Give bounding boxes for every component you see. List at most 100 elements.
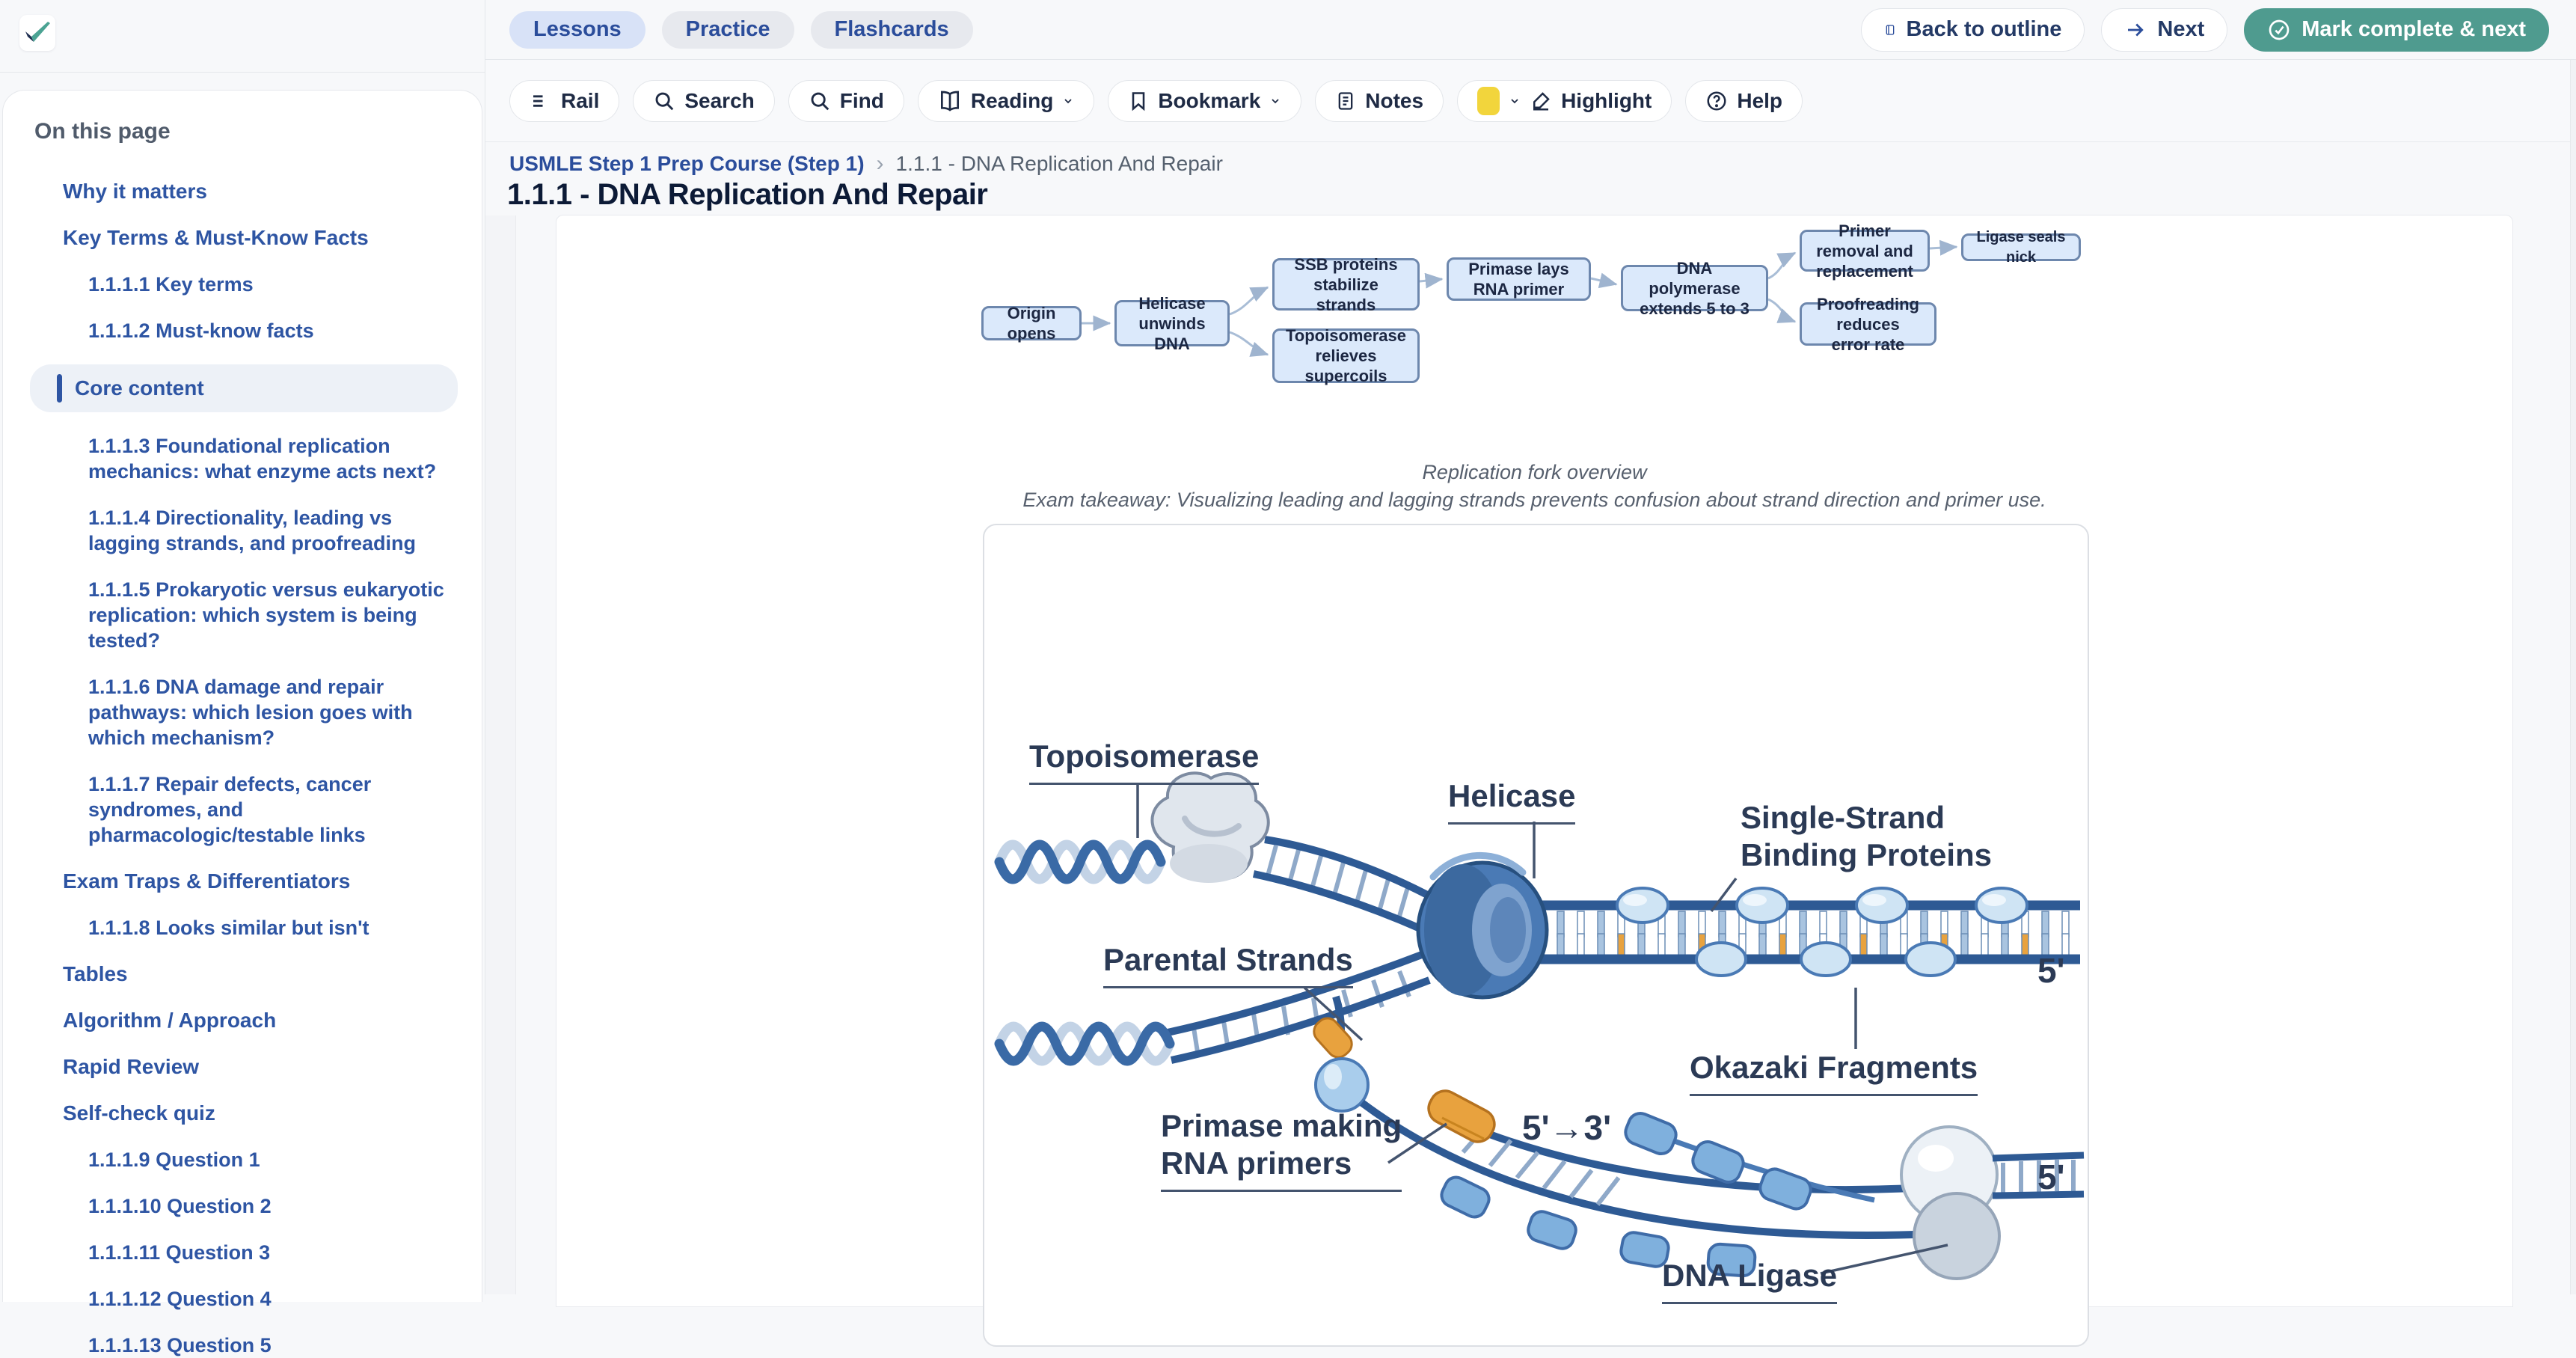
notes-label: Notes [1365,89,1423,113]
help-button[interactable]: Help [1685,80,1803,122]
replication-fork-figure: Topoisomerase Helicase Single-Strand Bin… [983,524,2089,1347]
find-button[interactable]: Find [788,80,904,122]
tab-practice[interactable]: Practice [662,11,794,49]
flow-node-proofreading: Proofreading reduces error rate [1800,302,1936,346]
label-parental-strands: Parental Strands [1103,941,1353,988]
navbar: Lessons Practice Flashcards Back to outl… [485,0,2576,60]
tab-lessons[interactable]: Lessons [509,11,645,49]
figure-caption-title: Replication fork overview [556,461,2512,484]
find-label: Find [840,89,884,113]
tab-flashcards[interactable]: Flashcards [811,11,973,49]
check-circle-icon [2267,18,2291,42]
lesson-content-card: Origin opens Helicase unwinds DNA SSB pr… [556,215,2513,1307]
mark-complete-label: Mark complete & next [2301,17,2526,42]
label-dna-ligase: DNA Ligase [1662,1257,1837,1304]
sidebar-item-core-content[interactable]: Core content [30,364,458,412]
sidebar-item-1116[interactable]: 1.1.1.6 DNA damage and repair pathways: … [34,674,461,750]
chevron-down-icon [1062,95,1074,107]
app-logo[interactable] [19,15,55,51]
help-icon [1705,90,1728,112]
sidebar-item-algorithm[interactable]: Algorithm / Approach [34,1008,461,1033]
search-icon [653,90,675,112]
replication-flowchart: Origin opens Helicase unwinds DNA SSB pr… [981,226,2088,397]
sidebar-item-label: Core content [75,376,204,400]
navbar-actions: Back to outline Next Mark complete & nex… [1861,8,2549,52]
next-label: Next [2157,17,2204,42]
active-indicator-bar [57,374,62,403]
sidebar-item-1112[interactable]: 1.1.1.2 Must-know facts [34,318,461,343]
search-label: Search [684,89,754,113]
label-okazaki-fragments: Okazaki Fragments [1690,1049,1978,1096]
highlight-button[interactable]: Highlight [1457,80,1672,122]
next-button[interactable]: Next [2101,8,2227,52]
on-this-page-heading: On this page [34,119,461,144]
back-to-outline-button[interactable]: Back to outline [1861,8,2085,52]
breadcrumb: USMLE Step 1 Prep Course (Step 1) › 1.1.… [509,151,1223,177]
breadcrumb-course-link[interactable]: USMLE Step 1 Prep Course (Step 1) [509,152,865,176]
label-primase: Primase making RNA primers [1161,1107,1402,1192]
sidebar-item-question-2[interactable]: 1.1.1.10 Question 2 [34,1193,461,1219]
flow-node-primase: Primase lays RNA primer [1447,257,1591,301]
pen-icon [1530,90,1552,112]
label-ssb: Single-Strand Binding Proteins [1741,799,1992,874]
highlight-color-swatch[interactable] [1477,87,1500,115]
rail-label: Rail [561,89,599,113]
window-scrollbar[interactable] [2570,60,2576,1294]
reading-button[interactable]: Reading [918,80,1094,122]
flow-node-primer-removal: Primer removal and replacement [1800,230,1930,272]
sidebar-item-why-it-matters[interactable]: Why it matters [34,179,461,204]
on-this-page-panel: On this page Why it matters Key Terms & … [2,90,482,1302]
sidebar-item-tables[interactable]: Tables [34,961,461,987]
bookmark-label: Bookmark [1158,89,1260,113]
back-to-outline-label: Back to outline [1907,17,2062,42]
content-scroll-gutter[interactable] [485,215,516,1294]
label-topoisomerase: Topoisomerase [1029,738,1259,785]
bookmark-button[interactable]: Bookmark [1108,80,1301,122]
note-icon [1335,91,1356,111]
checkmark-logo-icon [19,15,55,51]
breadcrumb-current: 1.1.1 - DNA Replication And Repair [896,152,1223,176]
replication-fork-artwork [984,525,2089,1347]
arrow-right-icon [2124,19,2147,41]
on-this-page-list: Why it matters Key Terms & Must-Know Fac… [34,179,461,1358]
sidebar-item-1114[interactable]: 1.1.1.4 Directionality, leading vs laggi… [34,505,461,556]
sidebar-item-1118[interactable]: 1.1.1.8 Looks similar but isn't [34,915,461,940]
chevron-down-icon [1269,95,1281,107]
bookmark-icon [1128,91,1149,111]
sidebar-item-1117[interactable]: 1.1.1.7 Repair defects, cancer syndromes… [34,771,461,848]
flow-node-ssb: SSB proteins stabilize strands [1272,258,1420,311]
book-icon [1884,24,1896,36]
open-book-icon [938,89,962,113]
search-button[interactable]: Search [633,80,774,122]
page-title: 1.1.1 - DNA Replication And Repair [507,178,987,212]
sidebar-item-question-3[interactable]: 1.1.1.11 Question 3 [34,1240,461,1265]
flow-node-topoisomerase: Topoisomerase relieves supercoils [1272,328,1420,383]
top-tabs: Lessons Practice Flashcards [509,11,973,49]
sidebar-item-question-5[interactable]: 1.1.1.13 Question 5 [34,1333,461,1358]
sidebar-item-rapid-review[interactable]: Rapid Review [34,1054,461,1080]
notes-button[interactable]: Notes [1315,80,1444,122]
lesson-toolbar: Rail Search Find Reading Bookmark [485,60,2570,142]
label-direction-5-to-3: 5'→3' [1522,1109,1611,1146]
reading-label: Reading [971,89,1053,113]
help-label: Help [1737,89,1782,113]
highlight-label: Highlight [1561,89,1652,113]
sidebar-item-1111[interactable]: 1.1.1.1 Key terms [34,272,461,297]
chevron-down-icon [1509,95,1521,107]
label-five-prime-bottom: 5' [2037,1158,2065,1196]
sidebar-item-1113[interactable]: 1.1.1.3 Foundational replication mechani… [34,433,461,484]
mark-complete-button[interactable]: Mark complete & next [2244,8,2549,52]
flow-node-origin: Origin opens [981,306,1082,340]
sidebar-item-exam-traps[interactable]: Exam Traps & Differentiators [34,869,461,894]
figure-caption-takeaway: Exam takeaway: Visualizing leading and l… [556,489,2512,512]
sidebar-item-question-1[interactable]: 1.1.1.9 Question 1 [34,1147,461,1172]
sidebar-item-question-4[interactable]: 1.1.1.12 Question 4 [34,1286,461,1312]
navbar-left [0,0,485,73]
sidebar-item-key-terms-facts[interactable]: Key Terms & Must-Know Facts [34,225,461,251]
flow-node-polymerase: DNA polymerase extends 5 to 3 [1621,265,1768,311]
breadcrumb-separator: › [877,151,884,177]
sidebar-item-self-check-quiz[interactable]: Self-check quiz [34,1101,461,1126]
label-helicase: Helicase [1448,777,1575,825]
sidebar-item-1115[interactable]: 1.1.1.5 Prokaryotic versus eukaryotic re… [34,577,461,653]
rail-button[interactable]: Rail [509,80,619,122]
